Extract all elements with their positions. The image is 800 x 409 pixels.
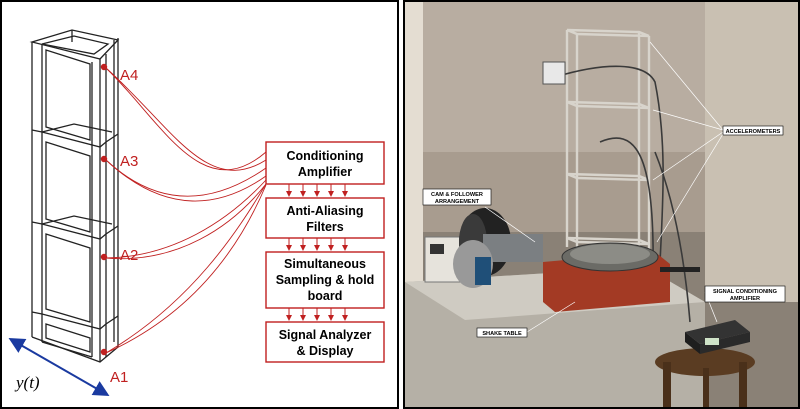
block-antialias-line2: Filters xyxy=(306,220,344,234)
label-cam-follower-line2: ARRANGEMENT xyxy=(435,199,480,205)
block-conditioning-line1: Conditioning xyxy=(286,149,363,163)
label-box-signal-conditioning xyxy=(704,285,786,303)
block-conditioning-amplifier: Conditioning Amplifier xyxy=(265,141,385,185)
block-anti-aliasing-filters: Anti-Aliasing Filters xyxy=(265,197,385,239)
block-sampling-line2: Sampling & hold xyxy=(276,273,375,287)
sensor-label-a1: A1 xyxy=(110,369,128,386)
schematic-panel: A4 A3 A2 A1 Conditioning Amplifier Anti-… xyxy=(0,0,399,409)
photo-tower xyxy=(565,28,651,252)
block-signal-analyzer-display: Signal Analyzer & Display xyxy=(265,321,385,363)
block-sampling-hold-board: Simultaneous Sampling & hold board xyxy=(265,251,385,309)
label-box-accelerometers xyxy=(722,125,784,136)
label-cam-follower-line1: CAM & FOLLOWER xyxy=(431,192,483,198)
label-shake-table: SHAKE TABLE xyxy=(482,331,522,337)
photo-amplifier-stool xyxy=(655,320,755,407)
label-signal-conditioning-line2: AMPLIFIER xyxy=(730,296,760,302)
photo-cables xyxy=(554,65,691,323)
frame-structure xyxy=(29,29,120,363)
schematic-diagram: A4 A3 A2 A1 Conditioning Amplifier Anti-… xyxy=(8,29,385,396)
sensor-a3-dot xyxy=(100,155,108,163)
label-accelerometers: ACCELEROMETERS xyxy=(726,129,781,135)
block-analyzer-line1: Signal Analyzer xyxy=(279,328,372,342)
setup-photo: ACCELEROMETERS CAM & FOLLOWER ARRANGEMEN… xyxy=(405,2,798,407)
label-box-cam-follower xyxy=(422,188,492,206)
block-analyzer-line2: & Display xyxy=(297,344,354,358)
excitation-axis-label: y(t) xyxy=(14,373,40,392)
sensor-a1-dot xyxy=(100,348,108,356)
photo-wall-box xyxy=(542,61,566,85)
photo-panel: ACCELEROMETERS CAM & FOLLOWER ARRANGEMEN… xyxy=(403,0,800,409)
label-box-shake-table xyxy=(476,327,528,338)
photo-motor xyxy=(424,208,543,288)
photo-shake-table xyxy=(543,242,700,312)
block-antialias-line1: Anti-Aliasing xyxy=(286,204,363,218)
sensor-label-a4: A4 xyxy=(120,67,138,84)
sensor-a4-dot xyxy=(100,63,108,71)
label-signal-conditioning-line1: SIGNAL CONDITIONING xyxy=(713,289,777,295)
block-arrows xyxy=(286,184,348,321)
sensor-label-a2: A2 xyxy=(120,247,138,264)
excitation-axis-arrow xyxy=(8,338,110,396)
sensor-wires xyxy=(105,67,267,354)
sensor-a2-dot xyxy=(100,253,108,261)
photo-leader-lines xyxy=(484,41,724,333)
sensor-label-a3: A3 xyxy=(120,153,138,170)
block-sampling-line1: Simultaneous xyxy=(284,257,366,271)
block-conditioning-line2: Amplifier xyxy=(298,165,352,179)
block-sampling-line3: board xyxy=(308,289,343,303)
